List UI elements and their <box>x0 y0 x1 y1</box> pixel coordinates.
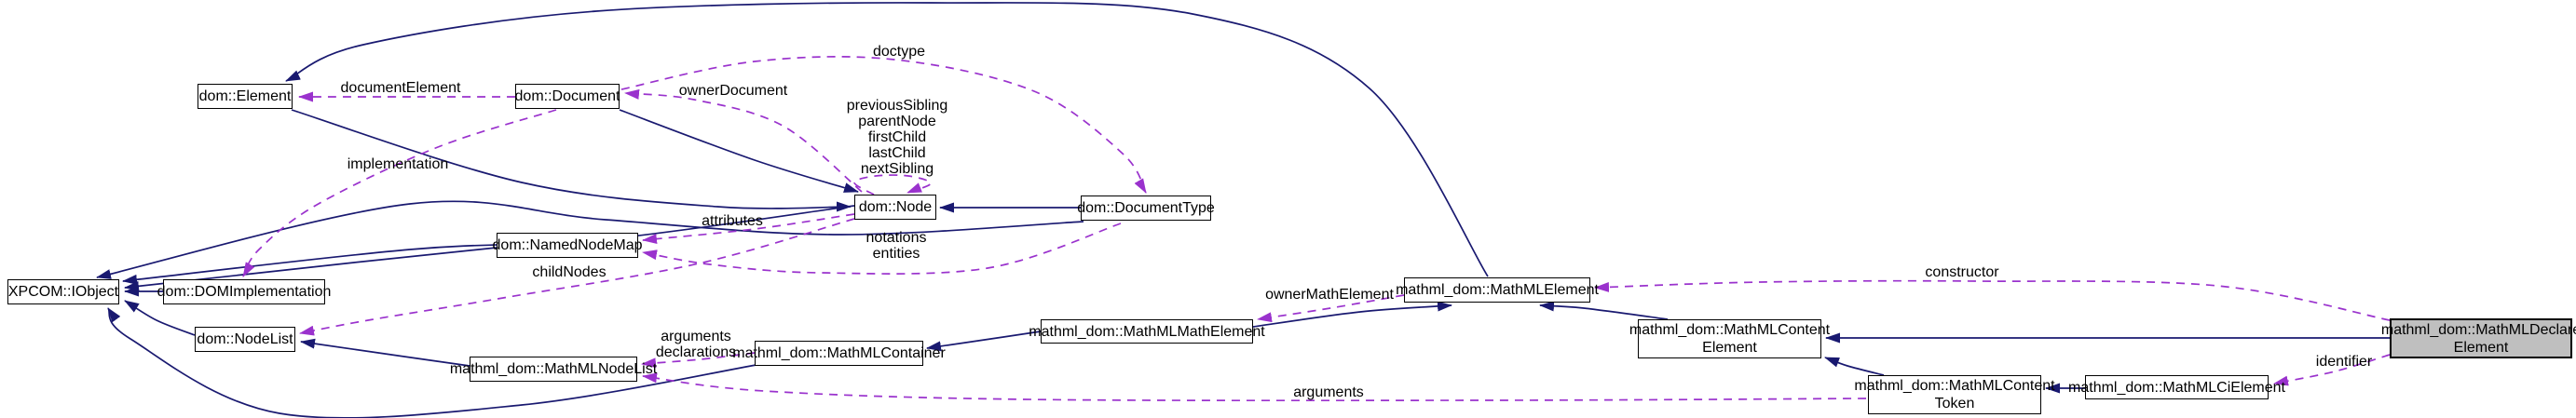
edge-ownermathelement-usage <box>1257 294 1405 323</box>
class-label-line: mathml_dom::MathMLElement <box>1396 282 1599 298</box>
class-box-mathml-container[interactable]: mathml_dom::MathMLContainer <box>732 341 946 366</box>
class-label-line: mathml_dom::MathMLCiElement <box>2068 379 2285 396</box>
class-box-dom-namednodemap[interactable]: dom::NamedNodeMap <box>493 233 642 258</box>
edge-ownerdocument-usage <box>624 88 863 193</box>
edge-label-identifier: identifier <box>2315 354 2373 370</box>
class-label-line: mathml_dom::MathMLContainer <box>732 345 946 361</box>
edge-label-arguments: arguments <box>661 329 731 344</box>
edge-label-constructor: constructor <box>1925 264 1999 280</box>
edge-dom-document-to-dom-node <box>619 109 859 193</box>
class-label-line: Element <box>2453 339 2509 356</box>
edge-dom-element-to-dom-node <box>291 109 852 212</box>
class-label-line: dom::Node <box>858 199 933 215</box>
edge-label-ownermathelement: ownerMathElement <box>1265 287 1394 303</box>
class-box-dom-nodelist[interactable]: dom::NodeList <box>195 327 295 352</box>
class-label-line: dom::Element <box>198 88 292 104</box>
edge-node-self-siblings-usage <box>853 174 932 196</box>
edge-attributes-usage <box>642 213 855 244</box>
edge-label-implementation: implementation <box>347 156 449 172</box>
edge-label-attributes: attributes <box>702 213 763 229</box>
edge-constructor-usage <box>1594 279 2391 321</box>
edge-label-parentnode: parentNode <box>858 114 936 129</box>
class-label-line: dom::NodeList <box>197 331 293 347</box>
edge-childnodes-usage <box>299 218 855 336</box>
class-label-line: dom::Document <box>514 88 620 104</box>
edge-label-declarations: declarations <box>655 344 737 360</box>
edge-label-arguments: arguments <box>1293 384 1364 400</box>
class-box-xpcom-iobject[interactable]: XPCOM::IObject <box>7 279 119 304</box>
class-label-line: Token <box>1934 396 1975 411</box>
edge-label-entities: entities <box>872 246 920 262</box>
class-label-line: dom::NamedNodeMap <box>492 237 643 253</box>
class-label-line: mathml_dom::MathMLContent <box>1854 378 2055 394</box>
edge-label-firstchild: firstChild <box>867 129 927 145</box>
edge-dom-nodelist-to-xpcom-iobject <box>124 300 196 336</box>
class-label-line: Element <box>1702 340 1757 356</box>
class-box-dom-documenttype[interactable]: dom::DocumentType <box>1077 196 1215 221</box>
class-box-mathml-nodelist[interactable]: mathml_dom::MathMLNodeList <box>450 357 657 382</box>
class-box-mathml-mathelement[interactable]: mathml_dom::MathMLMathElement <box>1029 319 1265 344</box>
edge-label-previoussibling: previousSibling <box>846 98 948 114</box>
class-label-line: dom::DocumentType <box>1077 200 1215 216</box>
edge-label-lastchild: lastChild <box>868 145 926 161</box>
edge-doctype-usage <box>620 56 1147 194</box>
edge-mathml-mathelement-to-mathml-element <box>1252 301 1452 328</box>
class-label-line: mathml_dom::MathMLContent <box>1629 322 1831 338</box>
class-box-dom-domimplementation[interactable]: dom::DOMImplementation <box>157 279 331 304</box>
class-label-line: mathml_dom::MathMLDeclare <box>2380 321 2576 338</box>
class-label-line: mathml_dom::MathMLMathElement <box>1029 323 1265 340</box>
edge-mathml-nodelist-to-dom-nodelist <box>300 338 470 367</box>
edge-mathml-contenttoken-to-mathml-contentelement <box>1824 357 1885 376</box>
edge-label-documentelement: documentElement <box>340 80 461 96</box>
edge-arguments-token-usage <box>642 372 1867 402</box>
edge-identifier-usage <box>2273 354 2391 386</box>
edge-implementation-usage <box>242 109 557 277</box>
class-box-dom-node[interactable]: dom::Node <box>854 195 936 220</box>
edge-label-nextsibling: nextSibling <box>860 161 934 177</box>
edge-mathml-contentelement-to-mathml-element <box>1539 301 1669 320</box>
class-box-dom-document[interactable]: dom::Document <box>515 84 620 109</box>
edge-notations-entities-usage <box>642 222 1122 275</box>
edge-label-doctype: doctype <box>872 44 926 60</box>
class-box-dom-element[interactable]: dom::Element <box>198 84 293 109</box>
edge-label-notations: notations <box>865 230 927 246</box>
class-label-line: XPCOM::IObject <box>7 284 119 300</box>
edge-label-childnodes: childNodes <box>532 264 607 280</box>
class-box-mathml-element[interactable]: mathml_dom::MathMLElement <box>1396 277 1599 303</box>
edge-mathml-mathelement-to-mathml-container <box>926 330 1042 352</box>
edge-mathml-element-to-dom-element <box>285 2 1489 277</box>
class-label-line: dom::DOMImplementation <box>157 284 332 300</box>
class-label-line: mathml_dom::MathMLNodeList <box>449 361 658 377</box>
edge-label-ownerdocument: ownerDocument <box>678 83 788 99</box>
class-box-mathml-cielement[interactable]: mathml_dom::MathMLCiElement <box>2068 375 2285 399</box>
